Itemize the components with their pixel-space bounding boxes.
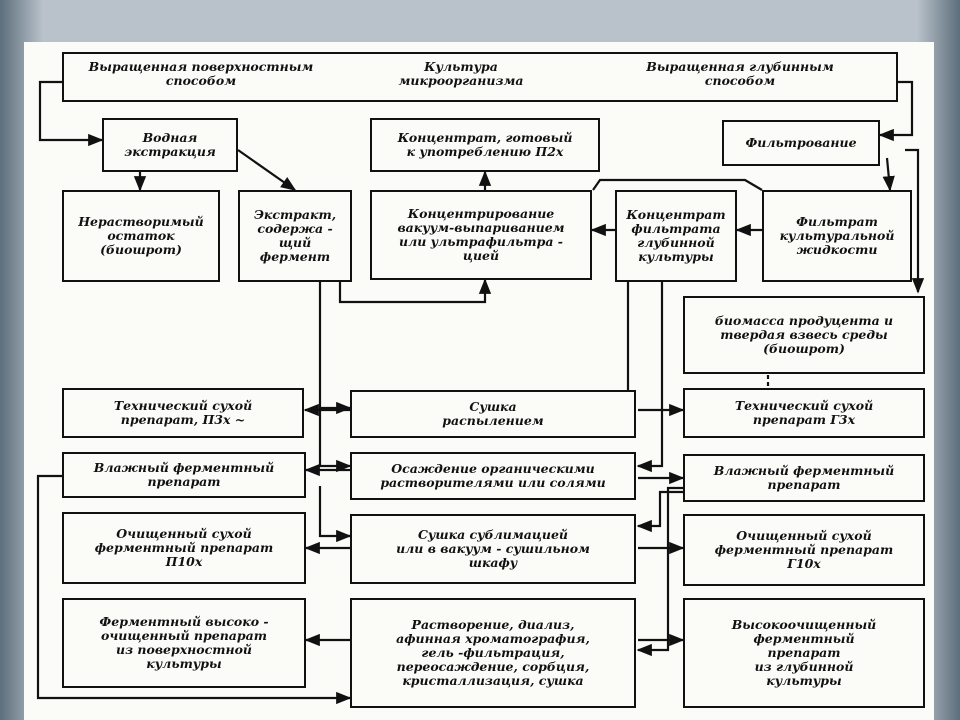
box-dissolution: Растворение, диализ, афинная хроматограф…	[350, 598, 636, 708]
box-wet-surface: Влажный ферментный препарат	[62, 452, 306, 498]
box-culture-filtrate: Фильтрат культуральной жидкости	[762, 190, 912, 282]
box-high-surface: Ферментный высоко - очищенный препарат и…	[62, 598, 306, 688]
label-surface-grown: Выращенная поверхностным способом	[88, 59, 314, 88]
box-water-extraction: Водная экстракция	[102, 118, 238, 172]
box-tech-dry-surface: Технический сухой препарат, П3х ~	[62, 388, 304, 438]
label-microorganism-culture: Культура микроорганизма	[398, 59, 524, 88]
box-filtrate-concentrate: Концентрат фильтрата глубинной культуры	[615, 190, 737, 282]
box-freeze-drying: Сушка сублимацией или в вакуум - сушильн…	[350, 514, 636, 584]
box-filtration: Фильтрование	[722, 120, 880, 166]
box-spray-drying: Сушка распылением	[350, 390, 636, 438]
box-extract: Экстракт, содержа - щий фермент	[238, 190, 352, 282]
cultivation-frame	[62, 52, 898, 102]
box-concentrate-ready: Концентрат, готовый к употреблению П2х	[370, 118, 600, 172]
box-wet-deep: Влажный ферментный препарат	[683, 454, 925, 502]
box-concentrating: Концентрирование вакуум-выпариванием или…	[370, 190, 592, 280]
box-precipitation: Осаждение органическими растворителями и…	[350, 452, 636, 500]
box-purified-surface: Очищенный сухой ферментный препарат П10х	[62, 512, 306, 584]
box-biomass: биомасса продуцента и твердая взвесь сре…	[683, 296, 925, 374]
label-deep-grown: Выращенная глубинным способом	[646, 59, 834, 88]
box-high-deep: Высокоочищенный ферментный препарат из г…	[683, 598, 925, 708]
box-purified-deep: Очищенный сухой ферментный препарат Г10х	[683, 514, 925, 586]
box-tech-dry-deep: Технический сухой препарат Г3х	[683, 388, 925, 438]
box-insoluble-residue: Нерастворимый остаток (биошрот)	[62, 190, 220, 282]
